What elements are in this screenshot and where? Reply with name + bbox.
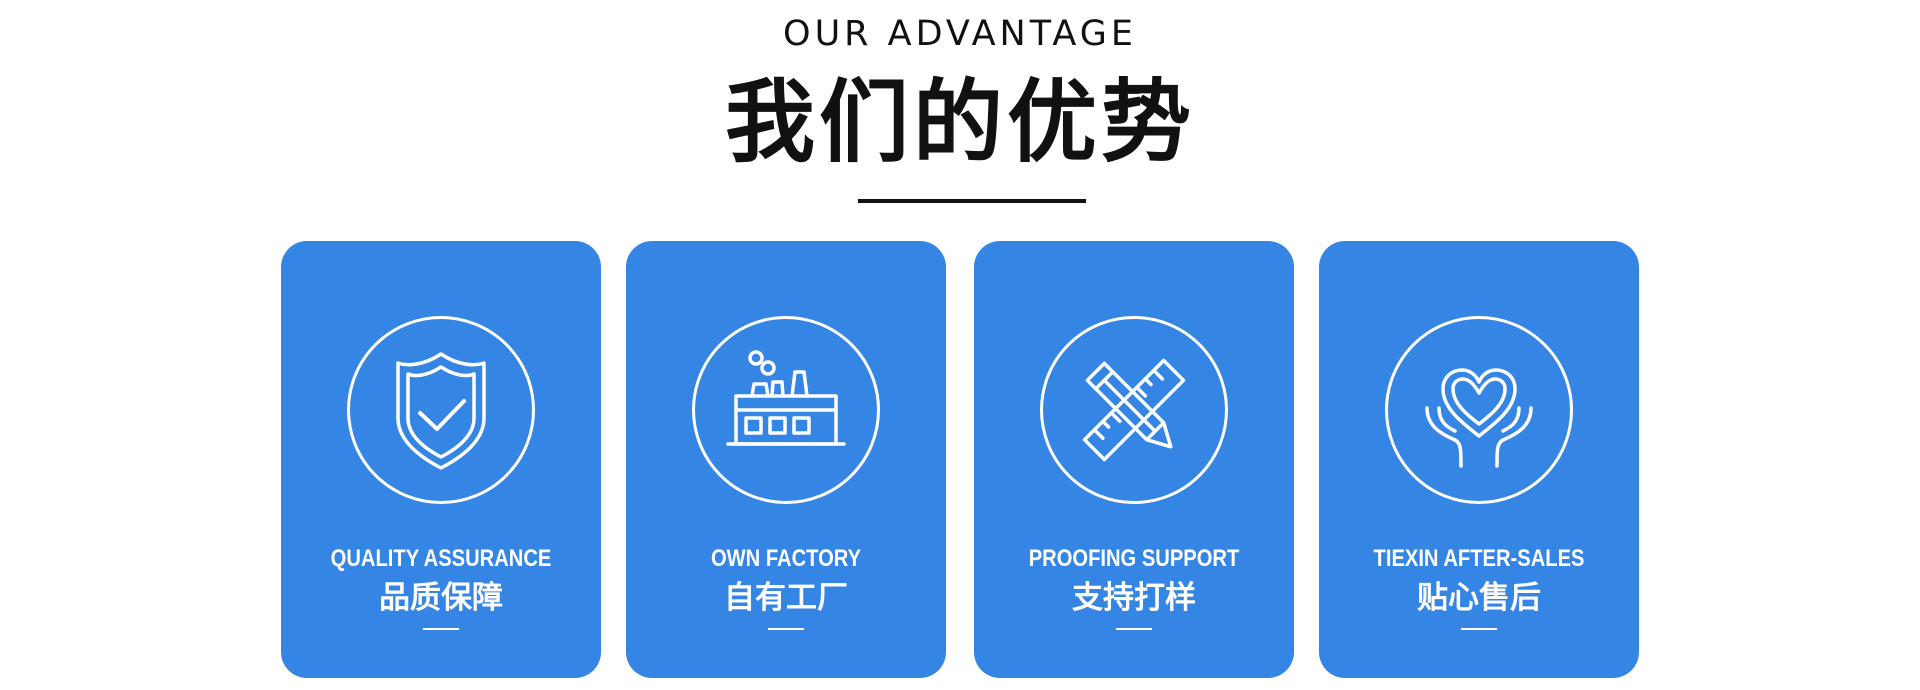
card-divider: [768, 628, 804, 630]
card-label-cn: 自有工厂: [724, 580, 848, 616]
card-divider: [423, 628, 459, 630]
factory-icon: [692, 316, 880, 504]
card-label-en: PROOFING SUPPORT: [1028, 545, 1240, 572]
card-label-en: TIEXIN AFTER-SALES: [1373, 545, 1585, 572]
ruler-pencil-icon: [1040, 316, 1228, 504]
icon-ring: [347, 316, 535, 504]
card-divider: [1461, 628, 1497, 630]
shield-check-icon: [347, 316, 535, 504]
advantage-card-after-sales: TIEXIN AFTER-SALES 贴心售后: [1319, 241, 1639, 678]
card-divider: [1116, 628, 1152, 630]
title-underline: [858, 199, 1086, 203]
card-label-en: QUALITY ASSURANCE: [330, 545, 552, 572]
card-label-cn: 支持打样: [1072, 580, 1196, 616]
card-label-en: OWN FACTORY: [710, 545, 862, 572]
advantage-card-proofing: PROOFING SUPPORT 支持打样: [974, 241, 1294, 678]
icon-ring: [1385, 316, 1573, 504]
section-title: 我们的优势: [725, 70, 1195, 175]
card-label-cn: 贴心售后: [1417, 580, 1541, 616]
icon-ring: [692, 316, 880, 504]
advantage-cards: QUALITY ASSURANCE 品质保障: [281, 241, 1641, 678]
heart-hands-icon: [1385, 316, 1573, 504]
icon-ring: [1040, 316, 1228, 504]
advantage-card-factory: OWN FACTORY 自有工厂: [626, 241, 946, 678]
section-subtitle: OUR ADVANTAGE: [783, 14, 1137, 54]
advantage-card-quality: QUALITY ASSURANCE 品质保障: [281, 241, 601, 678]
card-label-cn: 品质保障: [379, 580, 503, 616]
